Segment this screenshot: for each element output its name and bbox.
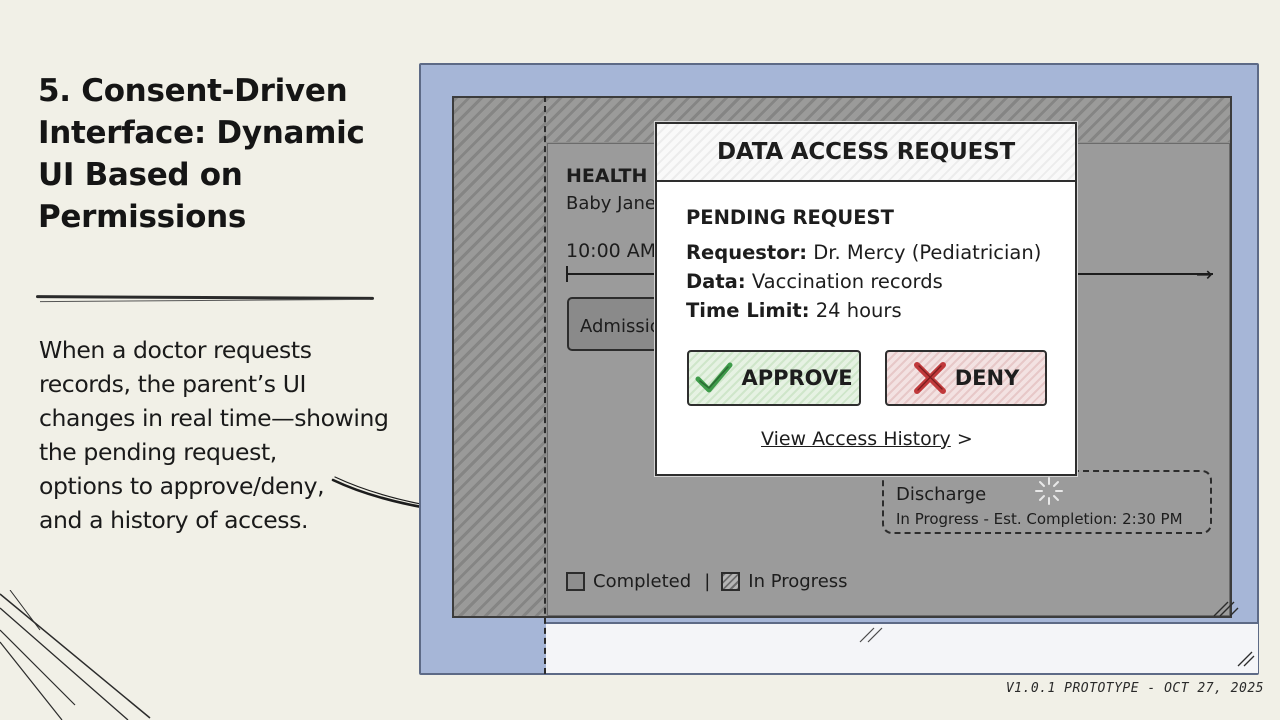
approve-button[interactable]: APPROVE xyxy=(687,350,861,406)
description-line: the pending request, xyxy=(39,438,277,466)
description-line: options to approve/deny, xyxy=(39,472,325,500)
heading-line: Permissions xyxy=(38,199,247,235)
check-icon xyxy=(695,361,733,395)
heading-line: 5. Consent-Driven xyxy=(38,73,348,109)
dashed-guide-line xyxy=(544,96,546,674)
status-legend: Completed | In Progress xyxy=(566,571,848,592)
data-row: Data: Vaccination records xyxy=(686,270,943,293)
description-line: changes in real time—showing xyxy=(39,404,389,432)
device-bottom-strip xyxy=(546,622,1258,673)
prototype-footer: V1.0.1 PROTOTYPE - OCT 27, 2025 xyxy=(1005,681,1264,696)
deny-button[interactable]: DENY xyxy=(885,350,1047,406)
sketch-mark-decoration xyxy=(859,627,883,643)
approve-label: APPROVE xyxy=(741,366,853,390)
pending-request-heading: PENDING REQUEST xyxy=(686,206,894,229)
data-label: Data: xyxy=(686,270,746,293)
divider-rule-sketch xyxy=(40,298,370,303)
data-access-modal: DATA ACCESS REQUEST PENDING REQUEST Requ… xyxy=(655,122,1077,476)
panel-title: HEALTH E xyxy=(566,165,668,187)
requestor-label: Requestor: xyxy=(686,241,808,264)
time-limit-row: Time Limit: 24 hours xyxy=(686,299,902,322)
completed-swatch xyxy=(566,572,585,591)
requestor-row: Requestor: Dr. Mercy (Pediatrician) xyxy=(686,241,1041,264)
heading-line: Interface: Dynamic xyxy=(38,115,365,151)
discharge-title: Discharge xyxy=(896,484,987,505)
view-access-history-link[interactable]: View Access History > xyxy=(761,428,973,450)
time-limit-label: Time Limit: xyxy=(686,299,810,322)
timeline-start-time: 10:00 AM xyxy=(566,240,657,262)
scribble-lines-decoration xyxy=(0,590,151,720)
in-progress-swatch xyxy=(721,572,741,591)
modal-header: DATA ACCESS REQUEST xyxy=(657,124,1075,182)
description-line: When a doctor requests xyxy=(39,336,312,364)
legend-completed: Completed xyxy=(593,571,692,592)
admission-label: Admission xyxy=(580,316,673,337)
deny-label: DENY xyxy=(954,366,1020,390)
sidebar-hatched xyxy=(454,98,546,616)
timeline-start-tick xyxy=(566,266,568,282)
modal-title: DATA ACCESS REQUEST xyxy=(716,139,1015,165)
spinner-icon xyxy=(1035,477,1063,505)
discharge-status: In Progress - Est. Completion: 2:30 PM xyxy=(896,510,1183,528)
data-value: Vaccination records xyxy=(745,270,943,293)
timeline-event-discharge[interactable]: Discharge In Progress - Est. Completion:… xyxy=(882,470,1212,534)
description-line: and a history of access. xyxy=(39,506,309,534)
legend-separator: | xyxy=(704,571,711,592)
slide-heading: 5. Consent-Driven Interface: Dynamic UI … xyxy=(38,70,378,238)
resize-handle-icon xyxy=(1213,601,1239,617)
heading-line: UI Based on xyxy=(38,157,243,193)
patient-name: Baby Jane xyxy=(566,193,656,214)
chevron-right-icon: > xyxy=(950,428,973,450)
cross-icon xyxy=(913,361,947,395)
legend-in-progress: In Progress xyxy=(748,571,848,592)
requestor-value: Dr. Mercy (Pediatrician) xyxy=(807,241,1042,264)
description-line: records, the parent’s UI xyxy=(39,370,307,398)
time-limit-value: 24 hours xyxy=(809,299,902,322)
resize-handle-icon xyxy=(1237,651,1255,667)
slide-description: When a doctor requests records, the pare… xyxy=(39,333,399,537)
history-link-text: View Access History xyxy=(761,428,951,450)
timeline-arrow-icon: → xyxy=(1196,262,1213,286)
